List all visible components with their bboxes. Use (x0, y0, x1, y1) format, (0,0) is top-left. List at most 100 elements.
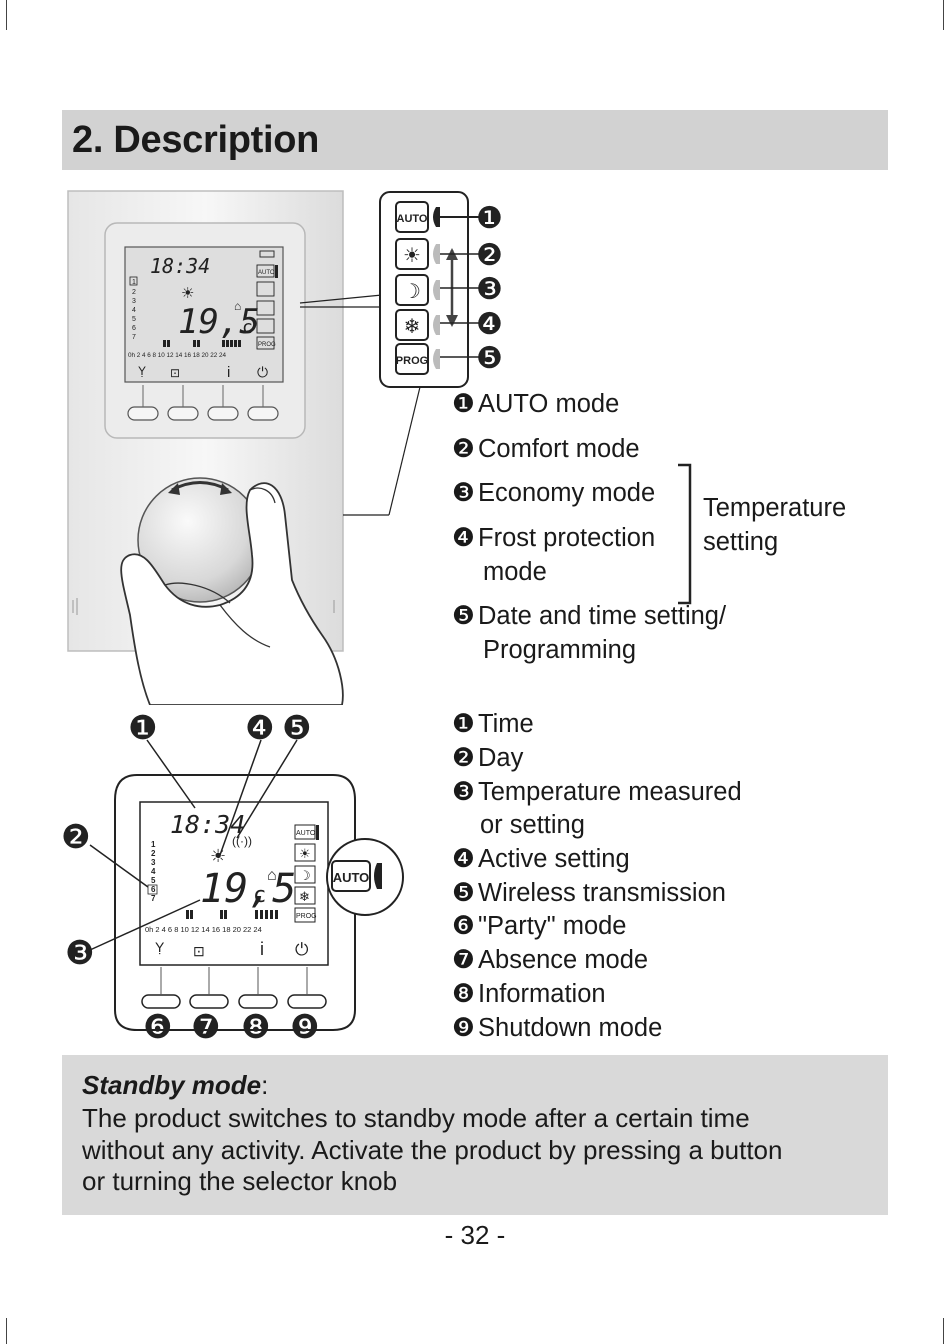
display-item-6-label: "Party" mode (478, 912, 627, 940)
standby-line-2: without any activity. Activate the produ… (82, 1134, 783, 1165)
svg-text:7: 7 (151, 894, 156, 903)
display-item-2-number: ❷ (452, 744, 475, 772)
crop-mark-bottom-right (943, 1318, 944, 1344)
standby-note: Standby mode: The product switches to st… (62, 1055, 888, 1215)
svg-text:4: 4 (132, 307, 136, 314)
display-auto-label: AUTO (296, 830, 316, 837)
svg-text:4: 4 (151, 867, 156, 876)
lcd-auto-label: AUTO (258, 270, 275, 276)
display-item-5-label: Wireless transmission (478, 879, 726, 907)
lcd-temperature: 19,5 (178, 302, 260, 342)
auto-button-label: AUTO (397, 213, 428, 225)
svg-text:7: 7 (132, 334, 136, 341)
display-temperature: 19,5 (200, 866, 296, 912)
display-info-icon: i (260, 939, 264, 959)
mode-item-4-label: Frost protection (478, 524, 656, 552)
hand-illustration (120, 482, 344, 705)
display-item-7-label: Absence mode (478, 946, 649, 974)
battery-icon (259, 250, 275, 258)
standby-line-1: The product switches to standby mode aft… (82, 1103, 750, 1133)
lcd-info-icon: i (227, 364, 230, 381)
prog-button-label: PROG (396, 355, 428, 367)
display-day-column: 1 2 3 4 5 6 7 (151, 840, 156, 903)
display-callout-2: ❷ (61, 818, 91, 855)
mode-item-3-number: ❸ (452, 479, 475, 507)
device-buttons (127, 406, 279, 421)
display-item-1-label: Time (478, 710, 534, 738)
temperature-bracket (678, 463, 692, 605)
section-header: 2. Description (62, 110, 888, 170)
svg-text:1: 1 (132, 279, 136, 286)
display-home-icon: ⌂ (267, 867, 277, 884)
lcd-sun-icon: ☀ (181, 285, 194, 302)
display-mode-icons (294, 824, 316, 923)
svg-text:☽: ☽ (299, 868, 311, 883)
display-item-1-number: ❶ (452, 710, 475, 738)
display-item-3-label: Temperature measured (478, 778, 742, 806)
standby-title: Standby mode: (82, 1070, 268, 1101)
wireless-icon: ((·)) (232, 834, 252, 848)
lcd-mode-icons (256, 264, 275, 350)
svg-text:2: 2 (151, 849, 156, 858)
display-callout-1: ❶ (128, 709, 158, 746)
mode-item-5-number: ❺ (452, 602, 475, 630)
lcd-time: 18:34 (150, 254, 210, 278)
display-callout-4: ❹ (245, 709, 275, 746)
svg-text:3: 3 (151, 858, 156, 867)
svg-text:6: 6 (151, 885, 156, 894)
display-callout-6: ❻ (143, 1008, 173, 1045)
display-item-7-number: ❼ (452, 946, 475, 974)
display-callout-8: ❽ (241, 1008, 271, 1045)
standby-line-3: or turning the selector knob (82, 1166, 398, 1196)
mode-buttons (395, 201, 429, 375)
display-power-icon: ⏻ (295, 940, 309, 959)
standby-title-colon: : (261, 1070, 269, 1100)
mode-item-1-number: ❶ (452, 390, 475, 418)
mode-item-3-label: Economy mode (478, 479, 656, 507)
display-prog-label: PROG (296, 913, 317, 920)
display-callout-7: ❼ (191, 1008, 221, 1045)
mode-callout-4: ❹ (476, 308, 503, 341)
display-callout-5: ❺ (282, 709, 312, 746)
display-item-8-label: Information (478, 980, 606, 1008)
svg-text:5: 5 (151, 876, 156, 885)
mode-callout-1: ❶ (476, 202, 503, 235)
mode-callout-2: ❷ (476, 239, 503, 272)
svg-text:6: 6 (132, 325, 136, 332)
bracket-label-line2: setting (703, 528, 779, 556)
display-item-6-number: ❻ (452, 912, 475, 940)
display-unit: c (253, 883, 266, 908)
svg-text:❄: ❄ (299, 889, 310, 904)
display-item-4-label: Active setting (478, 845, 630, 873)
lcd-program-bars (163, 340, 241, 347)
display-item-3-number: ❸ (452, 778, 475, 806)
standby-body: The product switches to standby mode aft… (82, 1103, 872, 1198)
svg-text:3: 3 (132, 298, 136, 305)
display-item-2-label: Day (478, 744, 524, 772)
mode-item-5-label: Date and time setting/ (478, 602, 727, 630)
standby-title-text: Standby mode (82, 1070, 262, 1100)
mode-item-5-line2: Programming (483, 636, 637, 664)
crop-mark-bottom-left (6, 1318, 7, 1344)
mode-callout-3: ❸ (476, 273, 503, 306)
mode-item-4-line2: mode (483, 558, 547, 586)
display-item-4-number: ❹ (452, 845, 475, 873)
display-time: 18:34 (170, 810, 245, 839)
page-number: - 32 - (444, 1220, 506, 1250)
crop-mark-top-left (6, 0, 7, 30)
display-program-bars (186, 910, 278, 919)
section-title: 2. Description (72, 119, 320, 161)
display-diagram: 18:34 ((·)) ☀ 19,5 c ⌂ 1 2 3 4 5 6 7 AUT… (61, 709, 404, 1045)
